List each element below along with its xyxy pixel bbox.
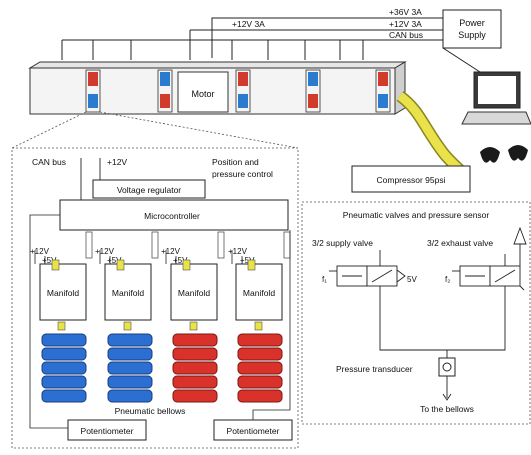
v12-label-2: +12V (95, 247, 115, 256)
joint-2 (157, 69, 173, 113)
potentiometer-1: Potentiometer (67, 419, 147, 441)
supply-valve (329, 250, 406, 287)
robot-arm: Motor (28, 61, 407, 115)
voltage-regulator: Voltage regulator (92, 179, 206, 199)
joint-3 (235, 69, 251, 113)
exhaust-valve-label: 3/2 exhaust valve (427, 238, 493, 248)
rail-36v-line (211, 17, 443, 58)
power-rails (61, 17, 443, 60)
manifold-label-1: Manifold (47, 288, 79, 298)
to-bellows-label: To the bellows (420, 404, 474, 414)
v5-label-2: +5V (107, 256, 122, 265)
potentiometer-label-2: Potentiometer (227, 426, 280, 436)
transducer-label: Pressure transducer (336, 364, 413, 374)
manifold-label-2: Manifold (112, 288, 144, 298)
gamepad-icon (480, 145, 528, 163)
valves-title: Pneumatic valves and pressure sensor (343, 210, 490, 220)
joint-5 (375, 69, 391, 113)
v5-label-3: +5V (173, 256, 188, 265)
bellows-label: Pneumatic bellows (115, 406, 186, 416)
manifold-label-4: Manifold (243, 288, 275, 298)
position-label-1: Position and (212, 157, 259, 167)
controller-board (11, 147, 299, 449)
can-bus-label: CAN bus (32, 157, 66, 167)
power-supply: Power Supply (442, 9, 502, 49)
v12-label-1: +12V (30, 247, 50, 256)
rail-36v-label: +36V 3A (389, 7, 422, 17)
bellows-1 (41, 333, 87, 403)
transducer-gauge (442, 362, 452, 372)
bellows-2 (107, 333, 153, 403)
signal-lines (29, 214, 243, 429)
voltage-regulator-label: Voltage regulator (117, 185, 181, 195)
v5-label-1: +5V (42, 256, 57, 265)
microcontroller: Microcontroller (59, 199, 289, 231)
manifold-col-2: +12V +5V Manifold (95, 247, 152, 331)
motor-box (177, 71, 229, 113)
can-bus-top-label: CAN bus (389, 30, 423, 40)
joint-1 (85, 69, 101, 113)
bellows-3 (172, 333, 218, 403)
compressor-label: Compressor 95psi (377, 175, 446, 185)
manifold-col-3: +12V +5V Manifold (161, 247, 218, 331)
zoom-lines (11, 111, 299, 149)
air-hose (397, 92, 466, 176)
pneumatic-lines (379, 286, 506, 401)
rail-12v-mid-label: +12V 3A (232, 19, 265, 29)
bellows-4 (237, 333, 283, 403)
motor-label: Motor (191, 89, 214, 99)
microcontroller-label: Microcontroller (144, 211, 200, 221)
potentiometer-2: Potentiometer (213, 419, 293, 441)
laptop-icon (442, 47, 531, 125)
v5-label-4: +5V (240, 256, 255, 265)
exhaust-valve (452, 254, 525, 291)
joint-4 (305, 69, 321, 113)
manifold-col-4: +12V +5V Manifold (228, 247, 283, 331)
exhaust-arrow-icon (513, 226, 527, 245)
exhaust-out-label: f₂ (445, 275, 450, 284)
plus12-label: +12V (107, 157, 127, 167)
supply-in-label: f₁ (322, 275, 327, 284)
supply-5v-label: 5V (407, 275, 417, 284)
manifold-col-1: +12V +5V Manifold (30, 247, 87, 331)
valves-panel (301, 201, 531, 425)
data-arrows (85, 231, 291, 259)
v12-label-4: +12V (228, 247, 248, 256)
rail-12v-right-label: +12V 3A (389, 19, 422, 29)
potentiometer-label-1: Potentiometer (81, 426, 134, 436)
power-supply-label-1: Power (459, 18, 485, 28)
v12-label-3: +12V (161, 247, 181, 256)
supply-valve-label: 3/2 supply valve (312, 238, 373, 248)
position-label-2: pressure control (212, 169, 273, 179)
power-supply-label-2: Supply (458, 30, 486, 40)
compressor: Compressor 95psi (351, 165, 471, 193)
manifold-label-3: Manifold (178, 288, 210, 298)
